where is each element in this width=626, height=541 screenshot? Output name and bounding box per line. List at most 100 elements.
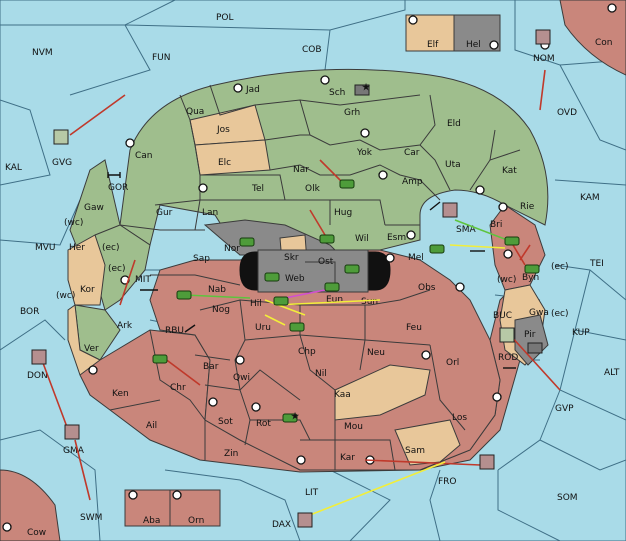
land-label: Qua [186,107,204,117]
sea-label: SOM [557,493,578,503]
sea-label: DON [27,371,48,381]
order-arrow [519,244,531,261]
supply-center [128,490,138,500]
land-label: Mou [344,422,363,432]
land-label: Sch [329,88,345,98]
territory-elc[interactable] [194,139,271,176]
continent [67,68,549,473]
land-label: Los [452,413,467,423]
land-label: Ost [318,257,334,267]
fleet-icon[interactable] [354,84,370,96]
fleet-icon[interactable] [479,454,495,470]
army-icon[interactable] [324,282,340,292]
supply-center [233,83,243,93]
sea-label: KAL [5,163,22,173]
land-label: Zin [224,449,238,459]
land-label: Sam [405,446,425,456]
order-arrow [309,209,326,236]
army-icon[interactable] [176,290,192,300]
land-label: Wil [355,234,369,244]
land-label: Sap [193,254,210,264]
order-arrow [449,244,506,249]
sea-label: FRO [438,477,457,487]
supply-center [208,397,218,407]
sea-label: KUP [572,328,590,338]
sea-label: ROD [498,353,518,363]
sea-label: SMA [456,225,476,235]
order-arrow [264,314,286,326]
supply-center [378,170,388,180]
territory-sam[interactable] [394,419,461,466]
order-arrow [284,289,326,299]
land-label: Gaw [84,203,104,213]
land-label: (ec) [102,243,120,253]
star-icon: ★ [291,412,299,422]
sea-label: TEI [589,259,604,269]
order-arrow [69,94,126,136]
sea-label: KAM [580,193,600,203]
land-label: Kaa [334,390,351,400]
land-label: Ark [117,321,133,331]
army-icon[interactable] [289,322,305,332]
supply-center [198,183,208,193]
sea-label: GOR [108,183,128,193]
supply-center [385,253,395,263]
army-icon[interactable] [339,179,355,189]
land-labels: Elf Hel Jad Sch Qua Grh Jos Eld Can Yok … [56,40,569,526]
supply-center [88,365,98,375]
army-icon[interactable] [152,354,168,364]
army-icon[interactable] [239,237,255,247]
army-icon[interactable] [319,234,335,244]
supply-center [406,230,416,240]
sea-label: Cow [27,528,46,538]
land-label: Kat [502,166,517,176]
armies [152,179,540,423]
land-label: Skr [284,253,299,263]
land-label: Jad [245,85,260,95]
order-arrow [184,294,251,299]
territory-obs-core [149,249,501,471]
fleet-icon[interactable] [31,349,47,365]
land-label: Hil [250,299,262,309]
army-icon[interactable] [344,264,360,274]
sea-label: POL [216,13,234,23]
fleet-icon[interactable] [64,424,80,440]
land-label: Eld [447,119,461,129]
land-label: Jos [216,125,230,135]
fleet-icon[interactable] [442,202,458,218]
land-label: Esm [387,233,406,243]
sea-label: GVG [52,158,72,168]
sea-label: BUC [493,311,512,321]
sea-label: LIT [305,488,319,498]
army-icon[interactable] [504,236,520,246]
army-icon[interactable] [524,264,540,274]
land-label: Sot [218,417,233,427]
fleet-icon[interactable] [527,342,543,354]
army-icon[interactable] [429,244,445,254]
order-arrow [264,299,306,316]
territory-cow[interactable] [0,469,61,541]
fleet-icon[interactable] [499,327,515,343]
land-label: Elc [218,158,231,168]
sea-label: NVM [32,48,53,58]
land-label: Ail [146,421,157,431]
land-label: Uta [445,160,461,170]
order-arrow [509,334,561,391]
supply-center [455,282,465,292]
fleet-icon[interactable] [53,129,69,145]
fleet-icon[interactable] [535,29,551,45]
order-arrow [309,461,446,516]
supply-center [320,75,330,85]
land-label: Tel [251,184,264,194]
land-label: Car [404,148,420,158]
sea-labels: POL NVM FUN COB Con NOM OVD KAL GVG GOR … [5,13,620,538]
army-icon[interactable] [273,296,289,306]
land-label: Sun [361,297,378,307]
land-label: (wc) [56,291,75,301]
army-icon[interactable] [282,413,298,423]
fleet-icon[interactable] [297,512,313,528]
land-label: (ec) [551,309,569,319]
army-icon[interactable] [264,272,280,282]
land-label: Uru [255,323,271,333]
